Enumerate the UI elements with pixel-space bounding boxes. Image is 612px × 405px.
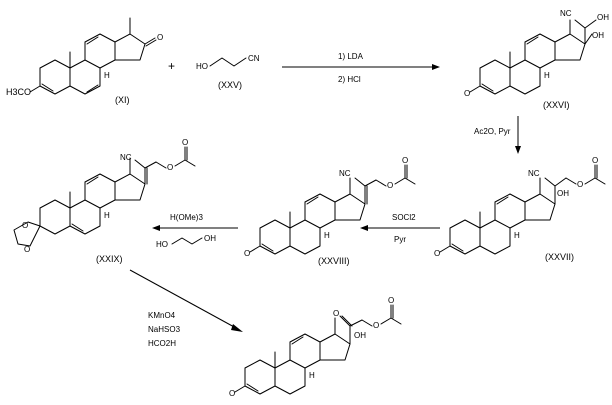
xxviii-o: O <box>244 249 250 258</box>
xi-methoxy: H3CO <box>6 87 31 97</box>
xxix-carbonyl-o: O <box>182 138 188 147</box>
xxix-ester-o: O <box>167 163 173 172</box>
arrow-1-line-1: 1) LDA <box>338 52 364 61</box>
xxviii-label: (XXVIII) <box>318 256 350 266</box>
xxvi-label: (XXVI) <box>543 100 570 110</box>
final-ketone-o: O <box>333 309 339 318</box>
xxvi-h: H <box>544 71 550 80</box>
xxix-ketal-o2: O <box>24 245 30 254</box>
compound-xxvi: O OH OH NC H (XXVI) <box>464 9 609 110</box>
xxvi-oh: OH <box>592 31 604 40</box>
arrow-5-line-1: KMnO4 <box>148 311 176 320</box>
xxvii-label: (XXVII) <box>545 252 574 262</box>
arrow-5-line-3: HCO2H <box>148 339 176 348</box>
arrow-4-line-1: H(OMe)3 <box>170 213 203 222</box>
compound-xxv: HO CN (XXV) <box>196 54 260 90</box>
xi-ketone-o: O <box>157 33 163 42</box>
arrow-3-line-1: SOCl2 <box>392 213 416 222</box>
arrow-1-line-2: 2) HCl <box>338 75 361 84</box>
arrow-4-oh: OH <box>204 234 216 243</box>
xxvi-oh-2: OH <box>597 13 609 22</box>
arrow-2: Ac2O, Pyr <box>474 116 521 154</box>
xxvii-carbonyl-o: O <box>592 156 598 165</box>
final-carbonyl-o: O <box>388 296 394 305</box>
xxvi-o: O <box>464 89 470 98</box>
compound-xxviii: O NC O O H (XXVIII) <box>244 156 416 266</box>
xxvii-ester-o: O <box>577 180 583 189</box>
xxix-label: (XXIX) <box>96 254 123 264</box>
arrow-4-ho: HO <box>156 240 168 249</box>
xxv-ho: HO <box>196 62 208 71</box>
arrow-1: 1) LDA 2) HCl <box>282 52 440 84</box>
arrow-4: H(OMe)3 HO OH <box>152 213 238 249</box>
final-o: O <box>229 389 235 398</box>
final-ester-o: O <box>373 321 379 330</box>
arrow-2-line-1: Ac2O, Pyr <box>474 127 511 136</box>
xxvii-o: O <box>434 249 440 258</box>
compound-xxvii: O OH NC O O H (XXVII) <box>434 156 606 262</box>
xxvi-nc: NC <box>560 9 572 18</box>
xxvii-nc: NC <box>528 169 540 178</box>
xxviii-carbonyl-o: O <box>402 156 408 165</box>
arrow-3: SOCl2 Pyr <box>360 213 440 244</box>
xxviii-nc: NC <box>339 169 351 178</box>
compound-xxix: O O NC O O H (XXIX) <box>13 138 196 264</box>
arrow-5-line-2: NaHSO3 <box>148 325 181 334</box>
xxv-cn: CN <box>248 54 260 63</box>
final-oh: OH <box>354 331 366 340</box>
xxviii-h: H <box>324 231 330 240</box>
xxvii-oh: OH <box>557 189 569 198</box>
compound-xi: H3CO O H (XI) <box>6 17 163 105</box>
plus-sign: + <box>168 59 175 73</box>
xxix-nc: NC <box>120 153 132 162</box>
xi-label: (XI) <box>115 95 130 105</box>
xxvii-h: H <box>514 231 520 240</box>
final-h: H <box>309 371 315 380</box>
compound-final: O O OH O O H <box>229 296 402 398</box>
xxv-label: (XXV) <box>218 80 242 90</box>
arrow-5: KMnO4 NaHSO3 HCO2H <box>129 269 243 348</box>
xxviii-ester-o: O <box>387 181 393 190</box>
xxix-h: H <box>104 211 110 220</box>
arrow-3-line-2: Pyr <box>394 235 406 244</box>
xxix-ketal-o1: O <box>22 221 28 230</box>
xi-h: H <box>104 71 110 80</box>
